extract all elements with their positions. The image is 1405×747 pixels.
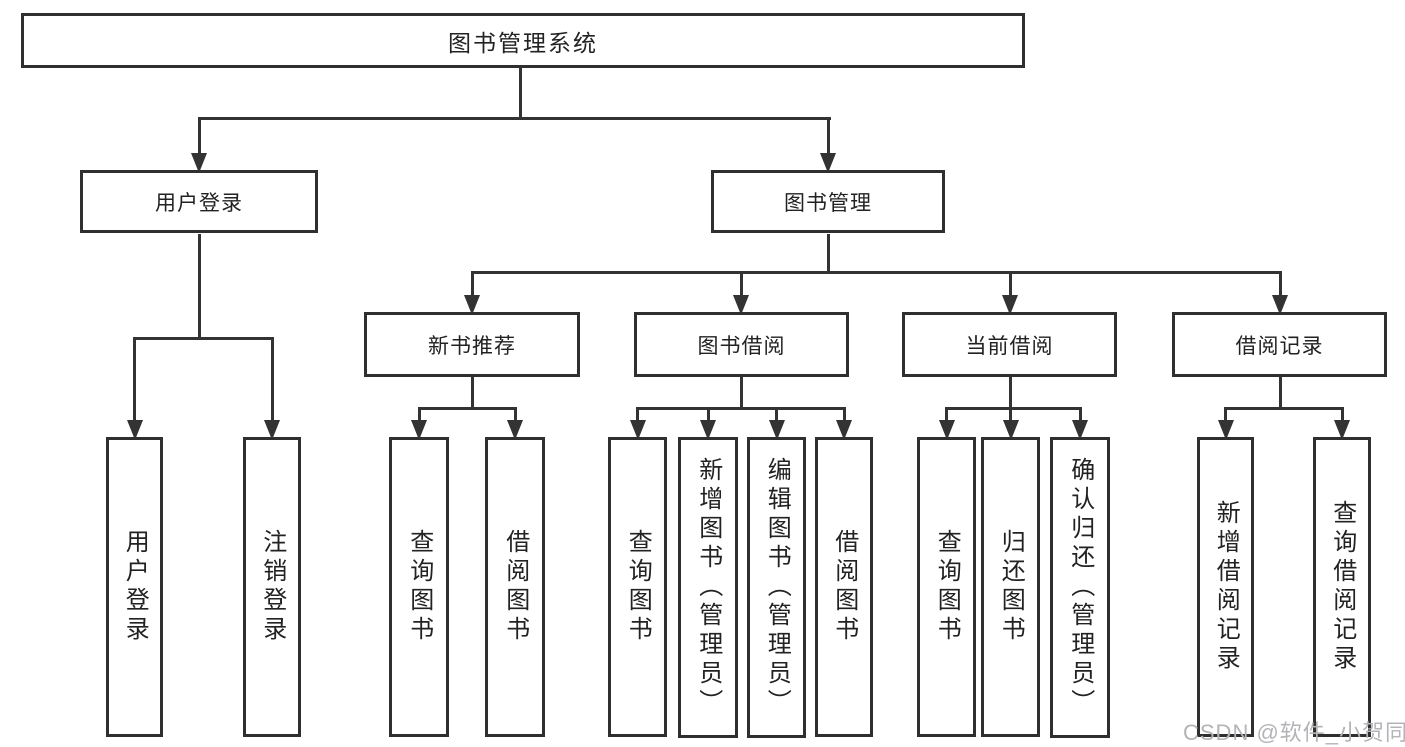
arrowhead-down-icon (507, 420, 523, 440)
leaf-recommend-query-books: 查询图书 (389, 437, 449, 737)
node-new-book-recommendation: 新书推荐 (364, 312, 580, 377)
connector-line (636, 407, 639, 421)
leaf-records-query-borrow-record: 查询借阅记录 (1313, 437, 1371, 737)
connector-line (270, 337, 274, 421)
connector-line (945, 407, 948, 421)
leaf-borrowing-add-books-admin: 新增图书（管理员） (678, 437, 738, 738)
connector-line (197, 234, 201, 338)
connector-line (417, 407, 517, 410)
arrowhead-down-icon (191, 153, 207, 173)
connector-line (1078, 407, 1082, 421)
connector-line (470, 271, 474, 298)
connector-line (133, 337, 136, 421)
connector-line (1224, 407, 1344, 410)
leaf-current-confirm-return-admin: 确认归还（管理员） (1050, 437, 1110, 738)
arrowhead-down-icon (820, 153, 836, 173)
connector-line (518, 68, 522, 120)
node-current-borrowing: 当前借阅 (902, 312, 1117, 377)
leaf-current-return-books: 归还图书 (981, 437, 1040, 737)
connector-line (1008, 271, 1012, 298)
arrowhead-down-icon (629, 420, 646, 440)
leaf-user-login: 用户登录 (106, 437, 163, 737)
arrowhead-down-icon (733, 295, 749, 315)
arrowhead-down-icon (1072, 420, 1088, 440)
connector-line (636, 407, 846, 410)
arrowhead-down-icon (1002, 295, 1018, 315)
connector-line (826, 234, 830, 274)
arrowhead-down-icon (464, 295, 480, 315)
connector-line (1340, 407, 1344, 421)
connector-line (133, 337, 274, 340)
arrowhead-down-icon (1272, 295, 1288, 315)
connector-line (1278, 377, 1282, 410)
leaf-recommend-borrow-books: 借阅图书 (485, 437, 545, 737)
leaf-records-add-borrow-record: 新增借阅记录 (1197, 437, 1254, 737)
connector-line (739, 271, 743, 298)
connector-line (470, 271, 1282, 274)
connector-line (706, 407, 710, 421)
arrowhead-down-icon (836, 420, 852, 440)
connector-line (739, 377, 743, 410)
arrowhead-down-icon (1002, 420, 1019, 440)
csdn-watermark: CSDN @软件_小贺同学 (1183, 720, 1405, 745)
arrowhead-down-icon (1334, 420, 1350, 440)
node-library-management-system: 图书管理系统 (21, 13, 1025, 68)
connector-line (1009, 407, 1012, 421)
arrowhead-down-icon (411, 420, 427, 440)
connector-line (1008, 377, 1012, 410)
connector-line (826, 117, 830, 156)
connector-line (417, 407, 421, 421)
arrowhead-down-icon (938, 420, 955, 440)
connector-line (197, 117, 831, 120)
connector-line (513, 407, 517, 421)
arrowhead-down-icon (1217, 420, 1234, 440)
connector-line (775, 407, 778, 421)
arrowhead-down-icon (768, 420, 785, 440)
arrowhead-down-icon (126, 420, 143, 440)
node-borrowing-records: 借阅记录 (1172, 312, 1387, 377)
connector-line (470, 377, 474, 410)
connector-line (945, 407, 1082, 410)
connector-line (197, 117, 201, 156)
node-user-login: 用户登录 (80, 170, 318, 233)
connector-line (1224, 407, 1227, 421)
connector-line (842, 407, 846, 421)
leaf-current-query-books: 查询图书 (917, 437, 976, 737)
node-book-management: 图书管理 (711, 170, 945, 233)
connector-line (1278, 271, 1282, 298)
leaf-borrowing-edit-books-admin: 编辑图书（管理员） (747, 437, 806, 738)
node-book-borrowing: 图书借阅 (634, 312, 849, 377)
leaf-borrowing-query-books: 查询图书 (608, 437, 667, 737)
leaf-borrowing-borrow-books: 借阅图书 (815, 437, 873, 737)
arrowhead-down-icon (700, 420, 716, 440)
arrowhead-down-icon (264, 420, 280, 440)
leaf-logout: 注销登录 (243, 437, 301, 737)
